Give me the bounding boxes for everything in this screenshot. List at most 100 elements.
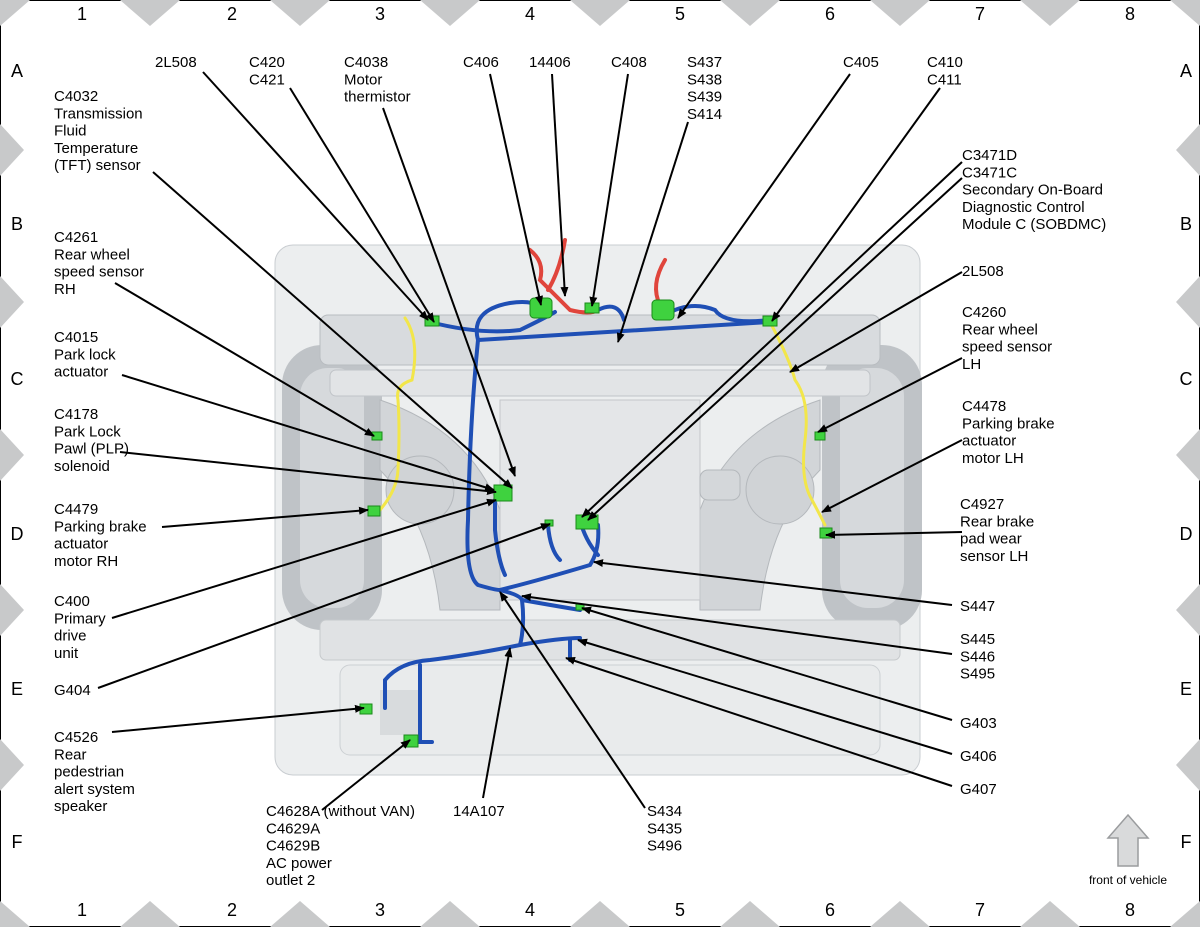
callout-line: S496 (647, 838, 682, 855)
grid-column-label-top: 3 (375, 4, 385, 24)
grid-marker-right (1176, 584, 1200, 636)
callout-line: C4479 (54, 501, 98, 518)
callout-line: C4038 (344, 54, 388, 71)
grid-marker-bottom (270, 901, 330, 927)
grid-column-label-bottom: 8 (1125, 900, 1135, 920)
callout-line: C3471D (962, 147, 1017, 164)
grid-row-label-right: E (1180, 679, 1192, 699)
grid-column-label-top: 5 (675, 4, 685, 24)
grid-row-label-right: B (1180, 214, 1192, 234)
callout-line: C4629B (266, 838, 320, 855)
callout-line: C4261 (54, 229, 98, 246)
callout-line: S434 (647, 803, 682, 820)
grid-marker-top (570, 0, 630, 26)
grid-marker-bottom (570, 901, 630, 927)
callout-s447: S447 (960, 598, 995, 615)
callout-line: C420 (249, 54, 285, 71)
grid-marker-top (1020, 0, 1080, 26)
callout-line: 2L508 (962, 263, 1004, 280)
callout-line: C421 (249, 71, 285, 88)
grid-row-label-left: E (11, 679, 23, 699)
callout-line: S446 (960, 648, 995, 665)
callout-line: AC power (266, 855, 332, 872)
callout-line: motor LH (962, 450, 1024, 467)
callout-line: C4178 (54, 406, 98, 423)
callout-line: Rear wheel (962, 321, 1038, 338)
callout-line: S414 (687, 106, 722, 123)
grid-column-label-top: 7 (975, 4, 985, 24)
grid-marker-bottom (720, 901, 780, 927)
grid-marker-bottom (870, 901, 930, 927)
callout-line: sensor LH (960, 548, 1028, 565)
grid-marker-right (1176, 429, 1200, 481)
callout-line: speaker (54, 798, 107, 815)
callout-line: C410 (927, 54, 963, 71)
callout-line: C3471C (962, 164, 1017, 181)
callout-line: Diagnostic Control (962, 199, 1085, 216)
callout-g403: G403 (960, 715, 997, 732)
grid-column-label-bottom: 1 (77, 900, 87, 920)
grid-marker-top (0, 0, 30, 26)
callout-line: C406 (463, 54, 499, 71)
grid-marker-left (0, 276, 24, 328)
callout-line: 14406 (529, 54, 571, 71)
callout-line: G406 (960, 748, 997, 765)
grid-marker-bottom (120, 901, 180, 927)
grid-column-label-bottom: 3 (375, 900, 385, 920)
grid-column-label-bottom: 4 (525, 900, 535, 920)
callout-line: outlet 2 (266, 872, 315, 889)
callout-c408: C408 (611, 54, 647, 71)
callout-line: speed sensor (962, 339, 1052, 356)
grid-column-label-bottom: 6 (825, 900, 835, 920)
callout-line: actuator (54, 536, 108, 553)
callout-line: unit (54, 645, 79, 662)
grid-row-label-right: A (1180, 61, 1192, 81)
grid-marker-top (720, 0, 780, 26)
callout-14a107: 14A107 (453, 803, 505, 820)
grid-row-label-right: D (1180, 524, 1193, 544)
callout-line: G407 (960, 781, 997, 798)
callout-line: C408 (611, 54, 647, 71)
grid-row-label-left: D (11, 524, 24, 544)
callout-line: Secondary On-Board (962, 182, 1103, 199)
callout-line: Park Lock (54, 423, 121, 440)
grid-column-label-bottom: 2 (227, 900, 237, 920)
callout-line: Primary (54, 610, 106, 627)
callout-2L508_rh: 2L508 (155, 54, 197, 71)
callout-line: G403 (960, 715, 997, 732)
callout-line: Module C (SOBDMC) (962, 216, 1106, 233)
grid-marker-top (870, 0, 930, 26)
grid-row-label-right: C (1180, 369, 1193, 389)
callout-line: 14A107 (453, 803, 505, 820)
callout-g404: G404 (54, 682, 91, 699)
callout-line: LH (962, 356, 981, 373)
grid-marker-right (1176, 276, 1200, 328)
grid-column-label-top: 8 (1125, 4, 1135, 24)
callout-line: C4629A (266, 820, 320, 837)
callout-line: pad wear (960, 531, 1022, 548)
leader-lines (97, 71, 963, 811)
grid-column-label-top: 6 (825, 4, 835, 24)
front-of-vehicle-arrow-icon (1106, 813, 1150, 867)
grid-marker-right (1176, 739, 1200, 791)
callout-line: Temperature (54, 140, 138, 157)
callout-line: alert system (54, 781, 135, 798)
callout-line: actuator (54, 364, 108, 381)
callout-line: C411 (927, 71, 962, 88)
callout-line: C4260 (962, 304, 1006, 321)
callout-line: RH (54, 281, 76, 298)
grid-marker-top (420, 0, 480, 26)
callout-line: speed sensor (54, 264, 144, 281)
